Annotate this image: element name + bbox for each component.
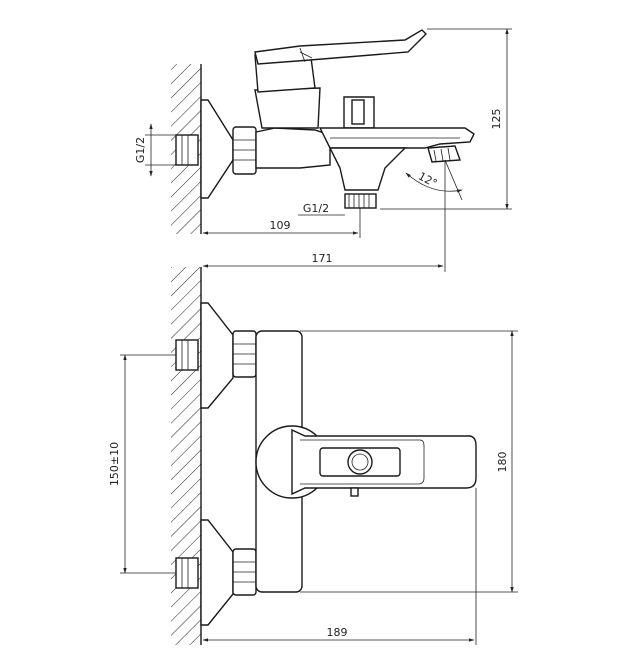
dim-centers: 150±10	[108, 442, 121, 486]
dim-spout-angle: 12°	[416, 170, 439, 191]
hex-nut-top	[232, 126, 257, 175]
diverter-knob-front	[347, 449, 373, 475]
dim-height-top: 125	[490, 109, 503, 130]
angle-arc	[405, 172, 463, 193]
lower-body-top	[328, 147, 407, 191]
front-view: 150±10 180 189	[108, 267, 518, 645]
connector-top	[255, 127, 331, 169]
dim-height-front: 180	[496, 452, 509, 473]
inlet-pipe-top	[175, 134, 199, 166]
wall-flange-upper	[200, 302, 234, 409]
dim-projection-front: 189	[327, 626, 348, 639]
wall-flange-lower	[200, 519, 234, 626]
spout-outlet	[427, 145, 461, 163]
dim-thread-inlet: G1/2	[134, 137, 147, 163]
inlet-pipe-upper	[175, 339, 199, 371]
mixer-body-top	[254, 87, 321, 129]
diverter-pin	[350, 487, 359, 497]
inlet-pipe-lower	[175, 557, 199, 589]
dim-projection-top: 171	[312, 252, 333, 265]
side-view: 125 G1/2 G1/2 109 12° 171	[134, 28, 512, 272]
shower-outlet-thread	[344, 193, 377, 209]
lever-handle-top	[254, 29, 427, 65]
dim-thread-outlet: G1/2	[303, 202, 329, 215]
wall-flange-top	[200, 99, 234, 199]
dim-outlet-distance: 109	[270, 219, 291, 232]
